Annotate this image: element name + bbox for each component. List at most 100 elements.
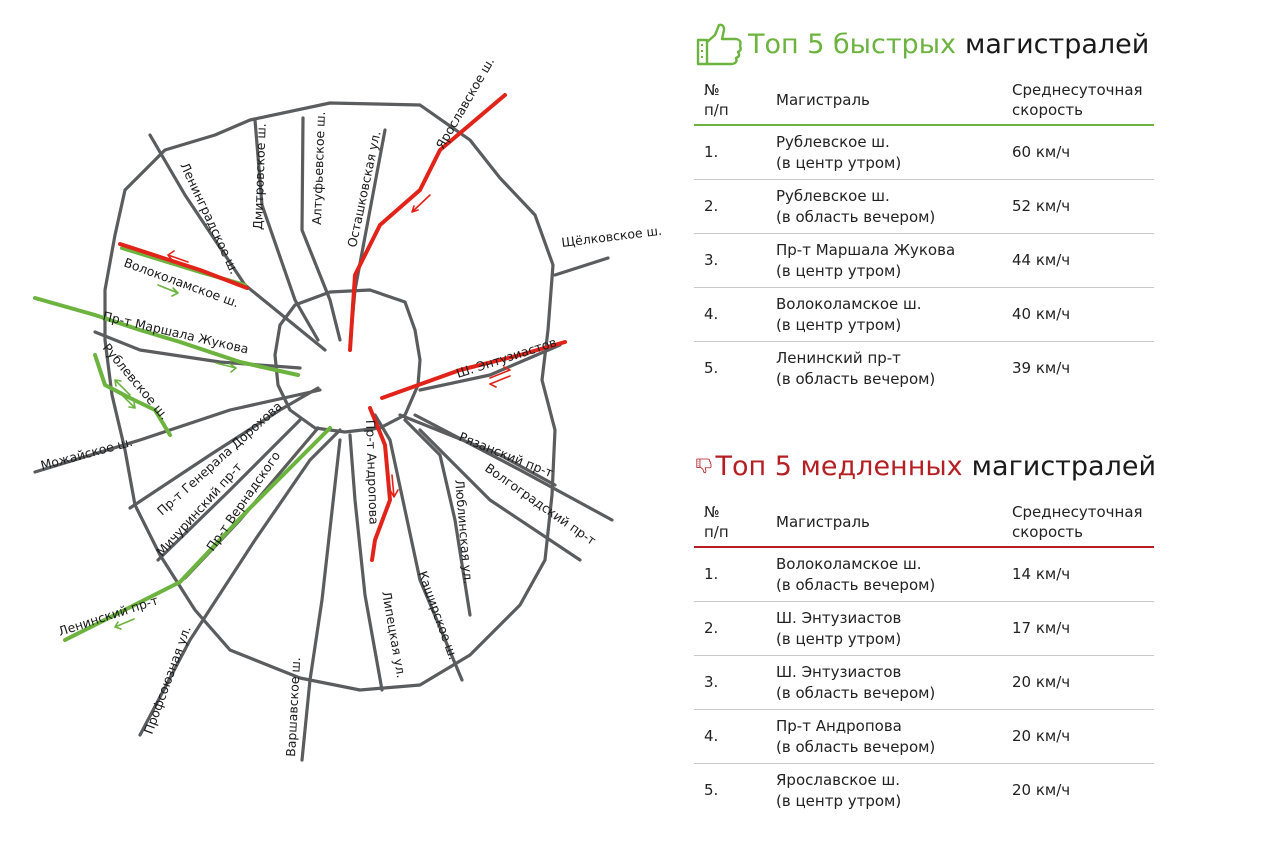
road-name: Пр-т Андропова [776, 716, 902, 735]
col-road-header: Магистраль [776, 91, 870, 109]
row-speed: 60 км/ч [1012, 125, 1154, 180]
row-speed: 17 км/ч [1012, 601, 1154, 656]
radial-roads [33, 116, 614, 762]
road-name: Волоколамское ш. [776, 294, 922, 313]
road-name: Ш. Энтузиастов [776, 608, 902, 627]
row-num: 4. [694, 287, 776, 342]
road-name: Ленинский пр-т [776, 348, 901, 367]
road-direction: (в центр утром) [776, 261, 902, 280]
label-shchelkovskoe: Щёлковское ш. [561, 223, 663, 250]
row-speed: 39 км/ч [1012, 359, 1071, 377]
label-profsoyuznaya: Профсоюзная ул. [141, 624, 194, 736]
arrow-double-icon [489, 366, 511, 388]
arrow-down-left-icon [411, 194, 431, 213]
fast-routes [33, 246, 332, 642]
table-row: 2.Рублевское ш. (в область вечером) 52 км/… [694, 179, 1154, 234]
road-name: Ярославское ш. [776, 770, 900, 789]
fast-title-rest: магистралей [964, 28, 1150, 60]
road-direction: (в центр утром) [776, 629, 902, 648]
table-row: 3.Ш. Энтузиастов (в область вечером) 20 км… [694, 655, 1154, 710]
row-num: 2. [694, 601, 776, 656]
slow-rows: 1.Волоколамское ш.(в область вечером)14 … [694, 547, 1154, 817]
row-speed: 20 км/ч [1012, 781, 1071, 799]
table-row: 5. Ярославское ш. (в центр утром) 20 км/ч [694, 764, 1154, 818]
row-speed: 20 км/ч [1012, 655, 1154, 710]
row-num: 5. [704, 781, 719, 799]
row-road: Волоколамское ш. (в центр утром) [776, 287, 1012, 342]
label-altufevskoe: Алтуфьевское ш. [309, 111, 328, 225]
row-speed: 40 км/ч [1012, 287, 1154, 342]
table-row: 3.Пр-т Маршала Жукова(в центр утром)44 к… [694, 233, 1154, 288]
row-num: 5. [704, 359, 719, 377]
road-direction: (в область вечером) [776, 575, 936, 594]
road-direction: (в центр утром) [776, 153, 902, 172]
arrow-double-icon [114, 379, 136, 409]
label-kashirskoe: Каширское ш. [415, 569, 461, 662]
arrow-right-icon [215, 362, 237, 373]
table-row: 1.Рублевское ш. (в центр утром) 60 км/ч [694, 125, 1154, 180]
row-speed: 14 км/ч [1012, 547, 1154, 602]
road-name: Рублевское ш. [776, 186, 890, 205]
arrow-right-icon [157, 284, 179, 297]
slow-title-accent: Топ 5 медленных [715, 450, 963, 482]
row-num: 3. [694, 655, 776, 710]
moscow-road-map: Ленинградское ш. Дмитровское ш. Алтуфьев… [33, 55, 663, 762]
road-direction: (в центр утром) [776, 315, 902, 334]
row-num: 3. [694, 233, 776, 288]
row-road: Пр-т Маршала Жукова (в центр утром) [776, 233, 1012, 288]
road-name: Ш. Энтузиастов [776, 662, 902, 681]
row-num: 1. [694, 125, 776, 180]
road-direction: (в область вечером) [776, 683, 936, 702]
table-row: 1.Волоколамское ш.(в область вечером)14 … [694, 547, 1154, 602]
arrow-left-icon [114, 618, 135, 630]
slow-roads-title: Топ 5 медленных магистралей [694, 442, 1156, 490]
row-road: Пр-т Андропова (в область вечером) [776, 709, 1012, 764]
row-road: Ш. Энтузиастов (в центр утром) [776, 601, 1012, 656]
road-name: Волоколамское ш. [776, 554, 922, 573]
label-mozhayskoe: Можайское ш. [39, 434, 134, 473]
third-ring [273, 288, 422, 434]
table-row: 4.Волоколамское ш. (в центр утром) 40 км/ч [694, 287, 1154, 342]
thumbs-down-icon [696, 458, 712, 474]
road-direction: (в область вечером) [776, 207, 936, 226]
slow-routes [118, 93, 567, 562]
fast-roads-title: Топ 5 быстрых магистралей [694, 20, 1156, 68]
row-speed: 52 км/ч [1012, 179, 1154, 234]
table-row: 5. Ленинский пр-т(в область вечером)39 км… [694, 342, 1154, 396]
row-road: Волоколамское ш. (в область вечером) [776, 547, 1012, 602]
thumbs-up-icon [696, 23, 742, 66]
road-direction: (в область вечером) [776, 737, 936, 756]
road-name: Пр-т Маршала Жукова [776, 240, 956, 259]
label-andropova: Пр-т Андропова [363, 420, 382, 525]
label-leninsky: Ленинский пр-т [56, 592, 160, 638]
label-dmitrovskoe: Дмитровское ш. [250, 123, 269, 230]
fast-title-accent: Топ 5 быстрых [748, 28, 956, 60]
road-direction: (в центр утром) [776, 791, 902, 810]
label-varshavskoe: Варшавское ш. [283, 657, 303, 757]
arrow-left-icon [167, 250, 189, 263]
table-row: 4.Пр-т Андропова (в область вечером) 20 км… [694, 709, 1154, 764]
row-road: Рублевское ш. (в центр утром) [776, 125, 1012, 180]
label-leningradskoe: Ленинградское ш. [177, 160, 242, 276]
label-zhukova: Пр-т Маршала Жукова [101, 308, 250, 356]
slow-title-rest: магистралей [971, 450, 1156, 482]
row-num: 4. [694, 709, 776, 764]
col-road-header: Магистраль [776, 513, 870, 531]
row-num: 2. [694, 179, 776, 234]
table-row: 2.Ш. Энтузиастов (в центр утром) 17 км/ч [694, 601, 1154, 656]
row-speed: 20 км/ч [1012, 709, 1154, 764]
row-road: Ярославское ш. (в центр утром) [776, 764, 1012, 818]
road-name: Рублевское ш. [776, 132, 890, 151]
row-road: Ш. Энтузиастов (в область вечером) [776, 655, 1012, 710]
row-road: Ленинский пр-т(в область вечером) [776, 342, 1012, 396]
